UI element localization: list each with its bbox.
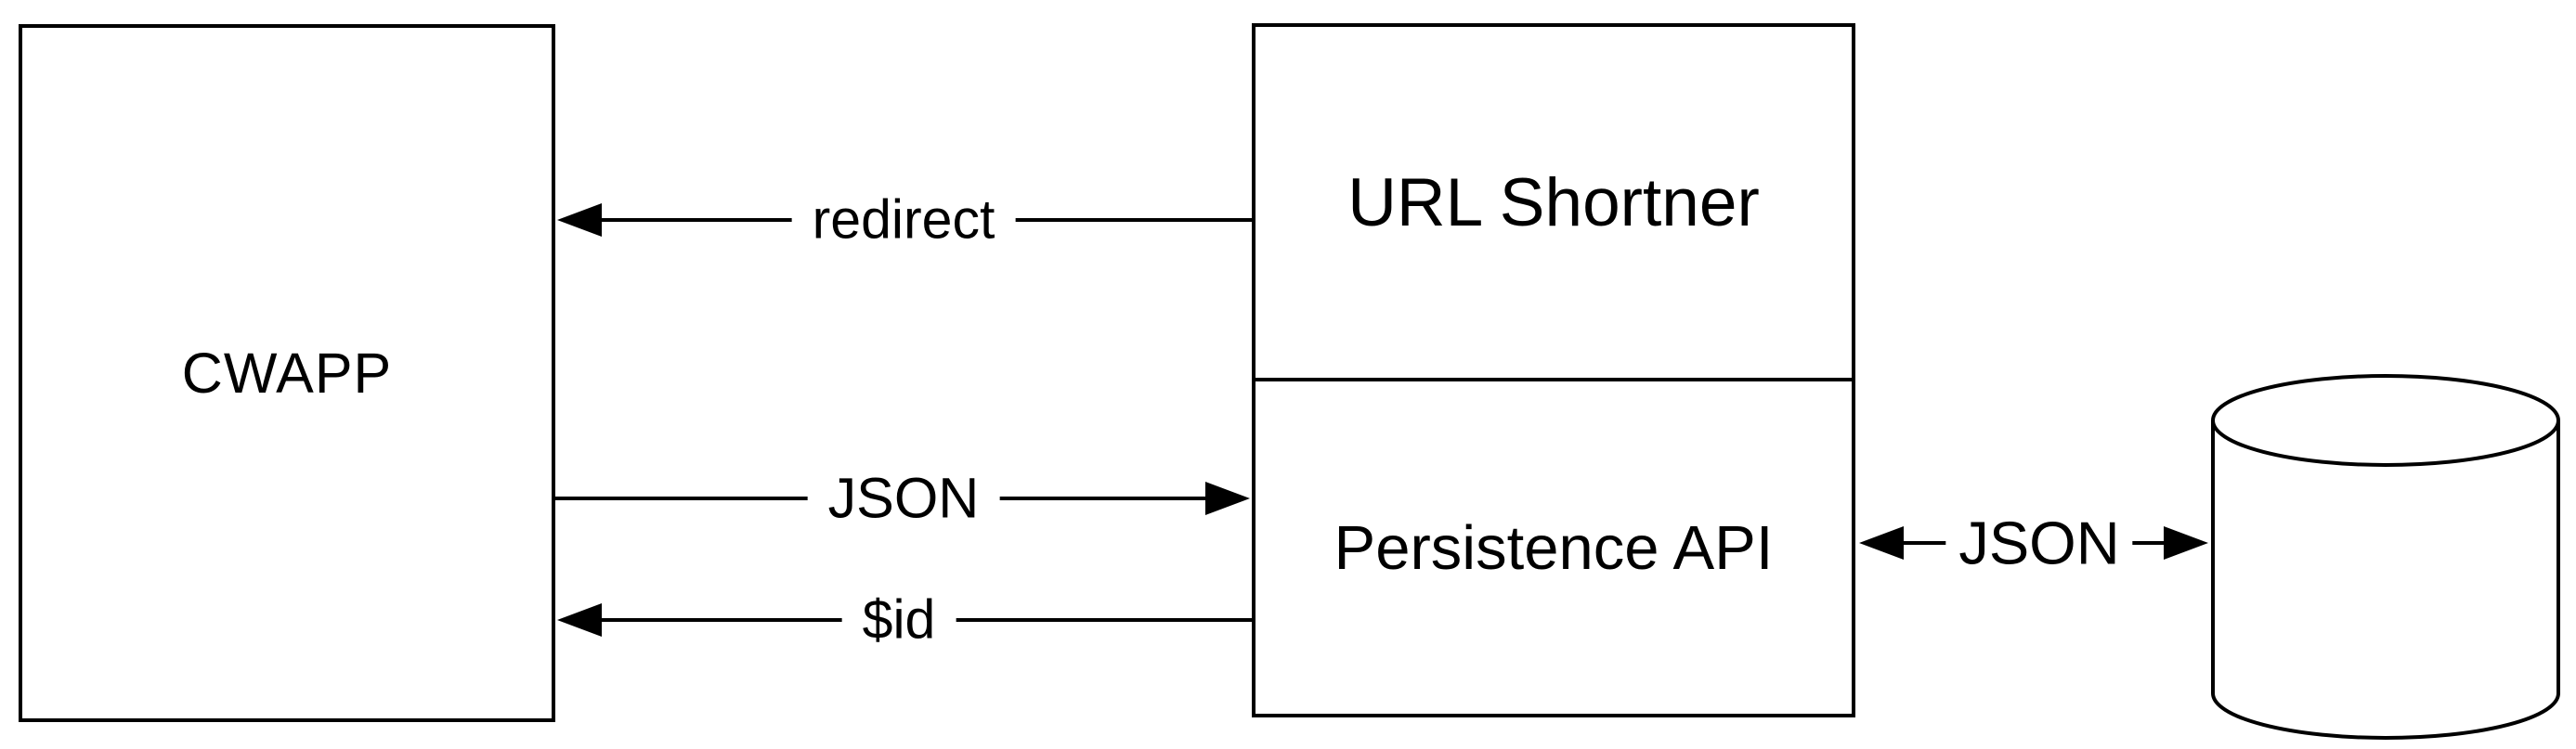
service-box: URL Shortner Persistence API: [1252, 23, 1855, 717]
url-shortner-section: URL Shortner: [1255, 27, 1852, 381]
persistence-api-label: Persistence API: [1334, 512, 1774, 583]
edge-label-json-db: JSON: [1945, 510, 2133, 575]
database-cylinder-icon: [2211, 374, 2560, 740]
url-shortner-label: URL Shortner: [1347, 164, 1760, 240]
cwapp-box: CWAPP: [19, 24, 555, 722]
cwapp-label: CWAPP: [181, 342, 393, 405]
edge-label-id: $id: [841, 590, 956, 650]
persistence-api-section: Persistence API: [1255, 381, 1852, 714]
edge-label-redirect: redirect: [791, 190, 1016, 250]
edge-label-json: JSON: [807, 468, 1000, 529]
